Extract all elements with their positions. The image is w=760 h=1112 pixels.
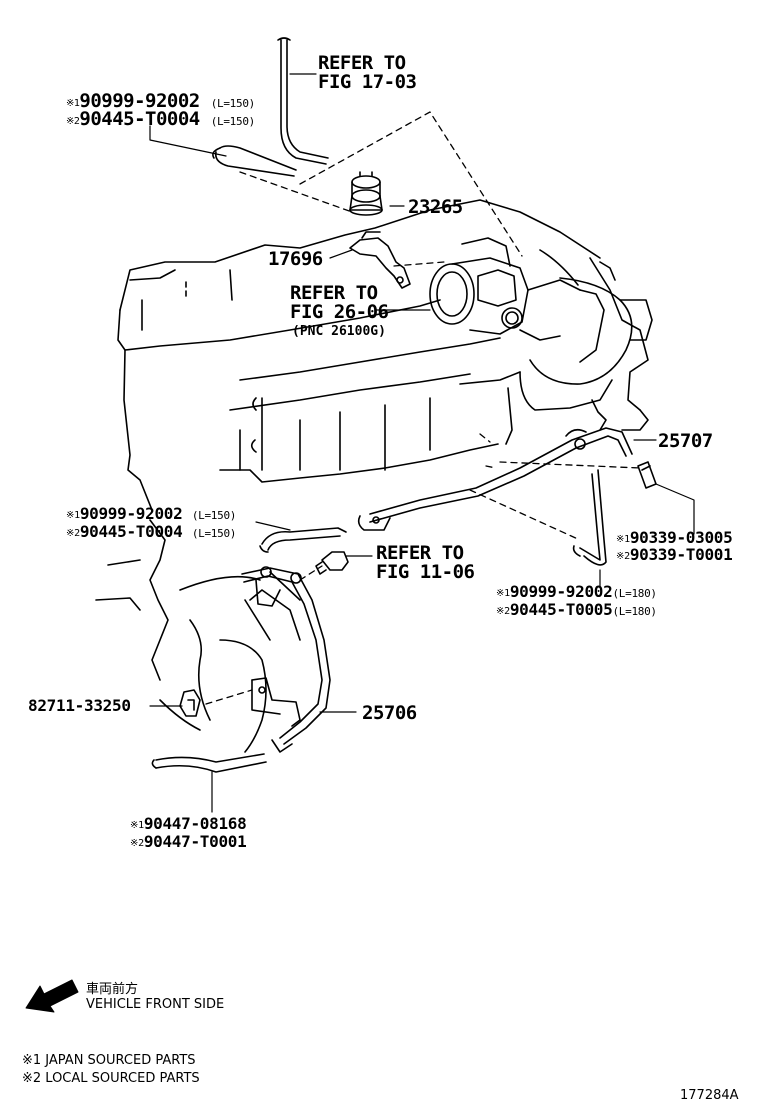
legend-note-1: ※1 JAPAN SOURCED PARTS [22, 1053, 196, 1068]
ref-pnc: (PNC 26100G) [292, 324, 386, 339]
engine-outline [95, 199, 653, 753]
mark: ※2 [130, 838, 144, 849]
mark: ※2 [66, 528, 80, 539]
part-number: 90999-92002 [79, 504, 183, 523]
dashed-assembly-lines [205, 111, 641, 705]
part-number: 90445-T0005 [509, 600, 613, 619]
hose-mid-left [259, 527, 347, 553]
hose-length: (L=150) [210, 97, 256, 110]
ref-fig-11-06-line1: REFER TO [376, 542, 464, 564]
clip-right-line1: ※190339-03005 [616, 528, 733, 547]
hose-length: (L=150) [191, 527, 237, 540]
ref-fig-17-03-line2: FIG 17-03 [318, 71, 417, 93]
mark: ※1 [496, 588, 510, 599]
mark: ※1 [66, 510, 80, 521]
throttle-body [429, 237, 581, 341]
figure-id: 177284A [680, 1088, 739, 1103]
mark: ※2 [496, 606, 510, 617]
hose-bottom [151, 753, 267, 773]
mark: ※1 [130, 820, 144, 831]
part-number: 90445-T0004 [79, 108, 200, 130]
part-25706: 25706 [362, 702, 417, 724]
mark: ※1 [66, 98, 80, 109]
bracket-17696 [349, 231, 411, 289]
leader-lines [149, 73, 695, 813]
hose-right-line1: ※190999-92002(L=180) [496, 582, 657, 601]
mark: ※1 [616, 534, 630, 545]
clip-right [637, 461, 657, 489]
ref-fig-17-03-line1: REFER TO [318, 52, 406, 74]
clip-right-line2: ※290339-T0001 [616, 545, 733, 564]
part-number: 90447-08168 [143, 814, 247, 833]
vsv-valve-23265 [349, 171, 383, 216]
part-23265: 23265 [408, 196, 463, 218]
hose-mid-left-line2: ※290445-T0004 (L=150) [66, 522, 236, 541]
hose-right-line2: ※290445-T0005(L=180) [496, 600, 657, 619]
part-17696: 17696 [268, 248, 323, 270]
hose-top-left [212, 145, 297, 177]
ref-fig-11-06-line2: FIG 11-06 [376, 561, 475, 583]
vehicle-front-en: VEHICLE FRONT SIDE [86, 997, 225, 1012]
part-number: 90999-92002 [509, 582, 613, 601]
part-number: 90445-T0004 [79, 522, 183, 541]
hose-right [572, 469, 607, 566]
pipe-fig-17-03 [277, 37, 329, 165]
legend-note-2: ※2 LOCAL SOURCED PARTS [22, 1071, 200, 1086]
hose-bottom-line1: ※190447-08168 [130, 814, 247, 833]
hose-length: (L=180) [612, 587, 657, 600]
part-82711-33250: 82711-33250 [28, 696, 131, 715]
part-number: 90999-92002 [79, 90, 200, 112]
vehicle-front-jp: 車両前方 [86, 982, 139, 997]
hose-mid-left-line1: ※190999-92002 (L=150) [66, 504, 236, 523]
union-bolt [315, 551, 349, 575]
ref-fig-26-06-line1: REFER TO [290, 282, 378, 304]
ref-fig-26-06-line2: FIG 26-06 [290, 301, 389, 323]
vehicle-front-arrow [25, 979, 79, 1013]
part-number: 90339-03005 [629, 528, 733, 547]
pipe-25707 [357, 427, 633, 531]
part-number: 90447-T0001 [143, 832, 247, 851]
mark: ※2 [66, 116, 80, 127]
hose-length: (L=150) [210, 115, 256, 128]
hose-top-left-line2: ※290445-T0004 (L=150) [66, 108, 255, 130]
hose-length: (L=180) [612, 605, 657, 618]
pipe-25706 [241, 566, 331, 753]
mark: ※2 [616, 551, 630, 562]
grommet-82711 [179, 689, 201, 717]
hose-length: (L=150) [191, 509, 237, 522]
hose-top-left-line1: ※190999-92002 (L=150) [66, 90, 255, 112]
part-25707: 25707 [658, 430, 713, 452]
part-number: 90339-T0001 [629, 545, 733, 564]
hose-bottom-line2: ※290447-T0001 [130, 832, 247, 851]
